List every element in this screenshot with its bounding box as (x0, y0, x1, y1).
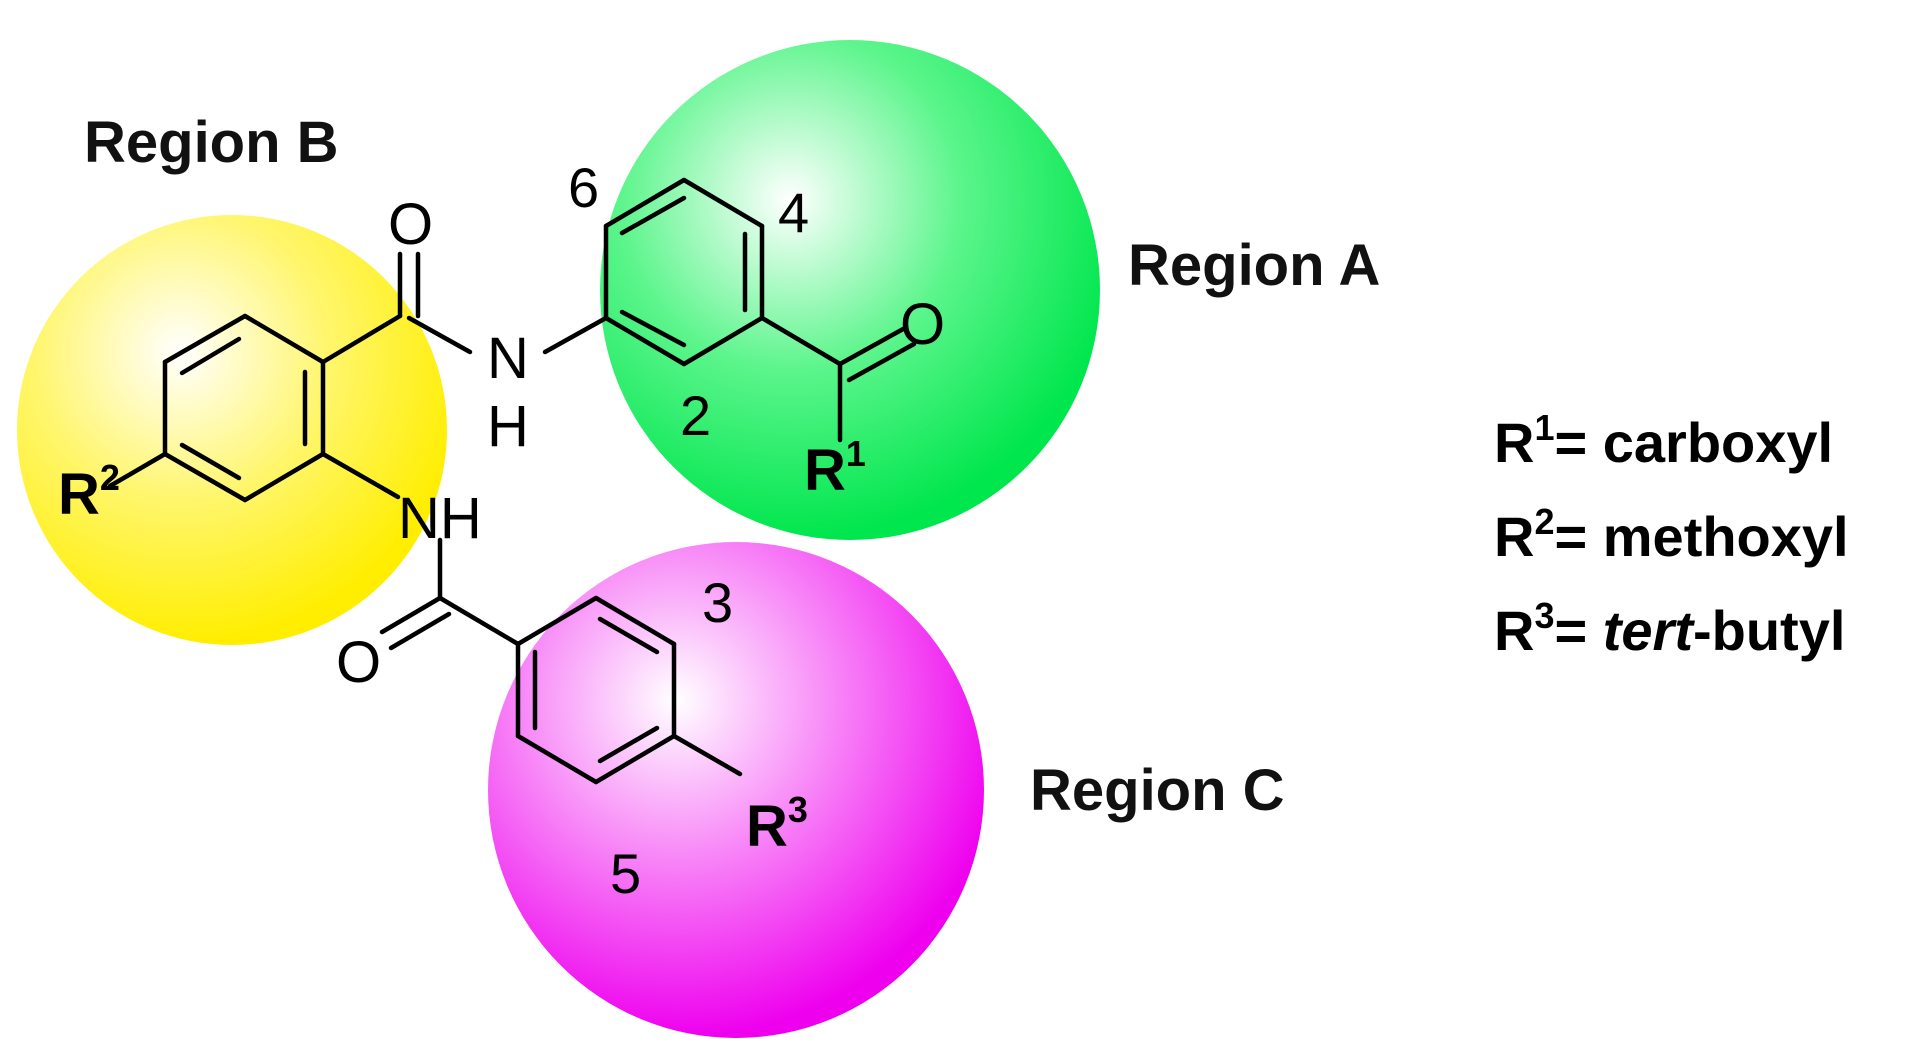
region-a-sphere (600, 40, 1100, 540)
position-2: 2 (680, 384, 711, 447)
amide-top-bonds (320, 251, 609, 365)
region-a-carbonyl-oxygen: O (900, 292, 945, 357)
r3-label: R3 (746, 789, 808, 859)
region-b-sphere (17, 215, 447, 645)
r2-label: R2 (58, 457, 120, 527)
r2-bond (107, 451, 168, 489)
region-c-label: Region C (1030, 758, 1285, 823)
region-b-label: Region B (84, 110, 339, 175)
position-3: 3 (702, 571, 733, 634)
region-a-label: Region A (1128, 233, 1380, 298)
substituent-legend: R1= carboxyl R2= methoxyl R3= tert-butyl (1494, 407, 1849, 662)
amide-bottom-bonds (320, 451, 521, 651)
legend-r2: R2= methoxyl (1494, 501, 1849, 568)
r1-label: R1 (804, 433, 866, 503)
amide-bottom-oxygen: O (336, 630, 381, 695)
amide-top-oxygen: O (388, 192, 433, 257)
amide-top-hydrogen: H (487, 394, 529, 459)
amide-mid-nh: NH (398, 486, 482, 551)
ring-b-bonds (162, 313, 326, 503)
ring-a-bonds (603, 177, 917, 443)
position-4: 4 (778, 181, 809, 244)
position-5: 5 (610, 842, 641, 905)
region-c-sphere (488, 542, 984, 1038)
legend-r3: R3= tert-butyl (1494, 595, 1845, 662)
ring-c-bonds (515, 595, 743, 785)
legend-r1: R1= carboxyl (1494, 407, 1833, 474)
amide-top-nitrogen: N (487, 326, 529, 391)
position-6: 6 (568, 156, 599, 219)
